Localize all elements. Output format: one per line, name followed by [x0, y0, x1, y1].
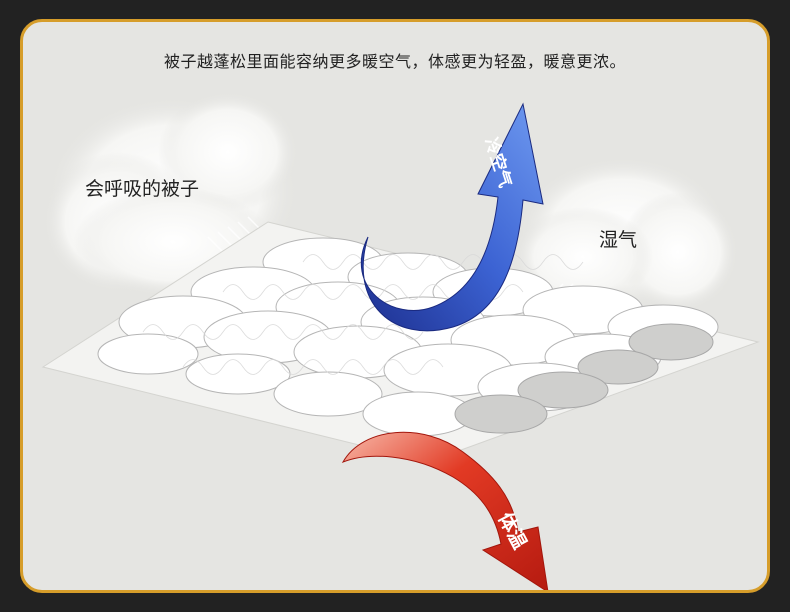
cloud-icon: [513, 157, 738, 327]
panel-frame: 冷空气 体温 被子越蓬松里面能容纳更多暖空气，体感更为轻盈，暖意更浓。 会呼吸的…: [20, 19, 770, 593]
cloud-icon: [43, 92, 316, 308]
moisture-label: 湿气: [599, 229, 638, 251]
down-arrow-icon: [341, 431, 549, 590]
headline: 被子越蓬松里面能容纳更多暖空气，体感更为轻盈，暖意更浓。: [163, 52, 626, 71]
breathing-quilt-label: 会呼吸的被子: [85, 178, 200, 200]
up-arrow-icon: [360, 102, 544, 332]
illustration: 冷空气 体温: [41, 92, 760, 590]
